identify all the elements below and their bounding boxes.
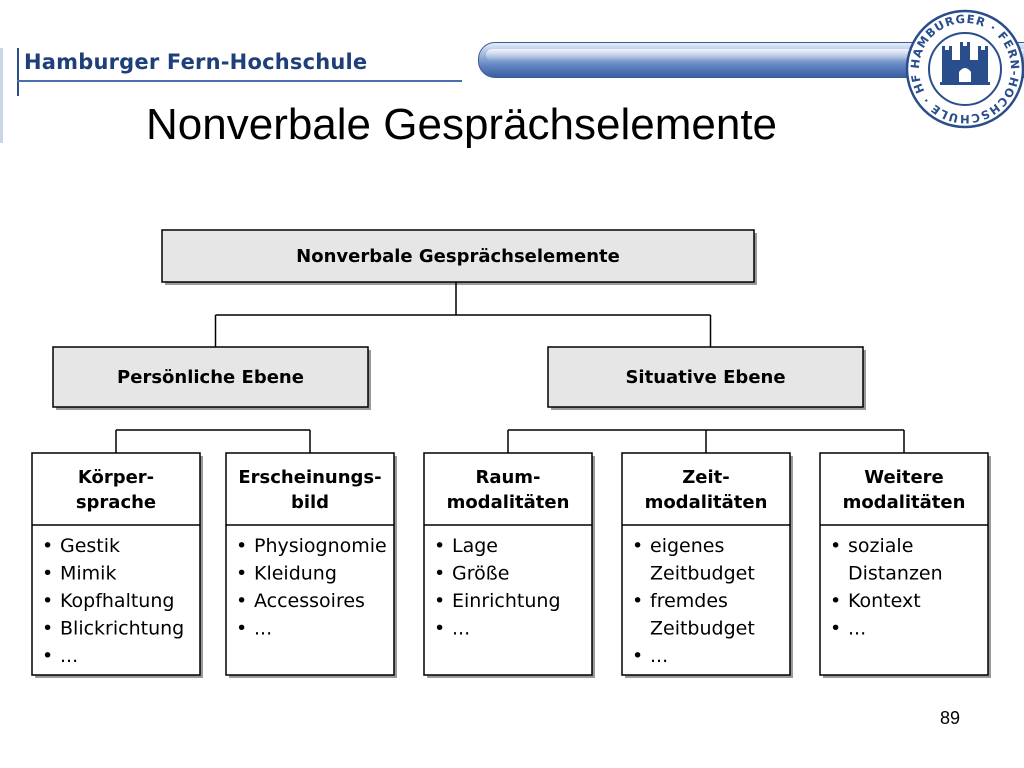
category-item: Blickrichtung xyxy=(60,618,184,640)
hfh-seal-logo: HAMBURGER · FERN-HOCHSCHULE · HFH · xyxy=(904,8,1024,129)
category-box xyxy=(423,452,593,676)
category-item: Physiognomie xyxy=(254,535,387,557)
category-item: Kontext xyxy=(848,590,921,612)
page-number: 89 xyxy=(940,708,961,728)
category-box xyxy=(819,452,989,676)
category-box xyxy=(31,452,201,676)
category-item: Zeitbudget xyxy=(650,618,755,640)
category-item: Zeitbudget xyxy=(650,563,755,585)
level-box xyxy=(547,346,864,408)
left-edge-decoration xyxy=(0,48,3,143)
category-item: ... xyxy=(60,645,78,667)
bullet-icon: • xyxy=(830,590,841,612)
category-title: Körper- xyxy=(78,467,154,488)
category-title: bild xyxy=(291,492,329,513)
category-item: Gestik xyxy=(60,535,120,557)
category-item: Lage xyxy=(452,535,498,557)
bullet-icon: • xyxy=(42,535,53,557)
bullet-icon: • xyxy=(42,645,53,667)
category-item: ... xyxy=(848,618,866,640)
bullet-icon: • xyxy=(236,535,247,557)
category-title: Zeit- xyxy=(682,467,730,488)
bullet-icon: • xyxy=(236,618,247,640)
bullet-icon: • xyxy=(632,535,643,557)
category-item: ... xyxy=(452,618,470,640)
bullet-icon: • xyxy=(434,618,445,640)
bullet-icon: • xyxy=(632,590,643,612)
category-item: Distanzen xyxy=(848,563,943,585)
category-item: eigenes xyxy=(650,535,724,557)
brand-name: Hamburger Fern-Hochschule xyxy=(24,50,368,74)
page-title: Nonverbale Gesprächselemente xyxy=(146,100,778,149)
category-item: Einrichtung xyxy=(452,590,561,612)
bullet-icon: • xyxy=(42,618,53,640)
header-bar-highlight xyxy=(486,49,1024,61)
level-label: Situative Ebene xyxy=(625,367,785,388)
bullet-icon: • xyxy=(434,563,445,585)
level-label: Persönliche Ebene xyxy=(117,367,304,388)
root-box xyxy=(161,229,755,283)
category-item: Kleidung xyxy=(254,563,337,585)
bullet-icon: • xyxy=(632,645,643,667)
brand-vertical-rule xyxy=(17,48,19,96)
root-label: Nonverbale Gesprächselemente xyxy=(296,246,620,267)
category-title: Raum- xyxy=(475,467,540,488)
category-title: modalitäten xyxy=(645,492,768,513)
category-item: fremdes xyxy=(650,590,728,612)
bullet-icon: • xyxy=(236,590,247,612)
bullet-icon: • xyxy=(830,618,841,640)
bullet-icon: • xyxy=(236,563,247,585)
level-box xyxy=(52,346,369,408)
brand-underline xyxy=(17,80,462,82)
category-box xyxy=(621,452,791,676)
bullet-icon: • xyxy=(42,563,53,585)
category-title: modalitäten xyxy=(447,492,570,513)
category-item: Größe xyxy=(452,563,509,585)
category-item: ... xyxy=(650,645,668,667)
bullet-icon: • xyxy=(42,590,53,612)
category-item: Mimik xyxy=(60,563,116,585)
category-box xyxy=(225,452,395,676)
bullet-icon: • xyxy=(434,535,445,557)
category-item: Kopfhaltung xyxy=(60,590,174,612)
category-item: ... xyxy=(254,618,272,640)
bullet-icon: • xyxy=(830,535,841,557)
category-title: Weitere xyxy=(864,467,944,488)
bullet-icon: • xyxy=(434,590,445,612)
category-item: soziale xyxy=(848,535,913,557)
category-item: Accessoires xyxy=(254,590,365,612)
category-title: modalitäten xyxy=(843,492,966,513)
category-title: Erscheinungs- xyxy=(238,467,381,488)
castle-icon xyxy=(940,42,990,85)
category-title: sprache xyxy=(76,492,156,513)
